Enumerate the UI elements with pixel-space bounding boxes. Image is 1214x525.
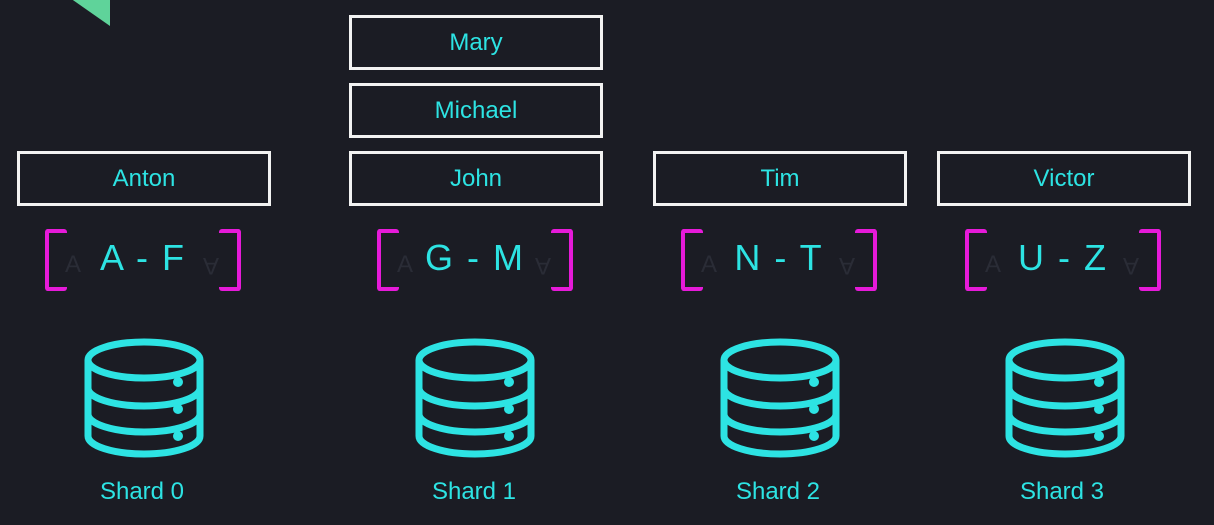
key-range: A A N - T <box>681 229 877 297</box>
ghost-letter-start: A <box>985 251 1002 278</box>
bracket-left <box>377 229 399 291</box>
key-range: A A A - F <box>45 229 241 297</box>
ghost-letter-start: A <box>397 251 414 278</box>
bracket-left <box>965 229 987 291</box>
record-label: Mary <box>449 28 503 56</box>
record-box: Tim <box>653 151 907 206</box>
range-label: N - T <box>734 237 824 278</box>
range-label: A - F <box>99 237 186 278</box>
key-range: A A U - Z <box>965 229 1161 297</box>
record-label: Michael <box>434 96 518 124</box>
shard-label: Shard 1 <box>431 478 517 505</box>
record-label: Victor <box>1033 164 1095 192</box>
record-box: John <box>349 151 603 206</box>
shard-column: John Michael Mary A A G - M <box>349 0 629 525</box>
shard-column: Tim A A N - T Shard 2 <box>653 0 933 525</box>
record-label: Tim <box>760 164 800 192</box>
shard-label: Shard 0 <box>99 478 185 505</box>
record-label: John <box>449 164 503 192</box>
record-box: Anton <box>17 151 271 206</box>
shard-column: Anton A A A - F Shard 0 <box>17 0 297 525</box>
range-label: G - M <box>425 237 525 278</box>
record-label: Anton <box>112 164 176 192</box>
key-range: A A G - M <box>377 229 573 297</box>
database-icon <box>84 338 204 458</box>
bracket-left <box>45 229 67 291</box>
bracket-right <box>855 229 877 291</box>
bracket-right <box>219 229 241 291</box>
ghost-letter-start: A <box>65 251 82 278</box>
shard-label: Shard 2 <box>735 478 821 505</box>
bracket-right <box>1139 229 1161 291</box>
record-box: Victor <box>937 151 1191 206</box>
shard-label: Shard 3 <box>1019 478 1105 505</box>
range-label: U - Z <box>1018 237 1108 278</box>
record-box: Michael <box>349 83 603 138</box>
shard-column: Victor A A U - Z Shard 3 <box>937 0 1214 525</box>
record-box: Mary <box>349 15 603 70</box>
database-icon <box>1005 338 1125 458</box>
database-icon <box>415 338 535 458</box>
bracket-right <box>551 229 573 291</box>
database-icon <box>720 338 840 458</box>
bracket-left <box>681 229 703 291</box>
ghost-letter-start: A <box>701 251 718 278</box>
